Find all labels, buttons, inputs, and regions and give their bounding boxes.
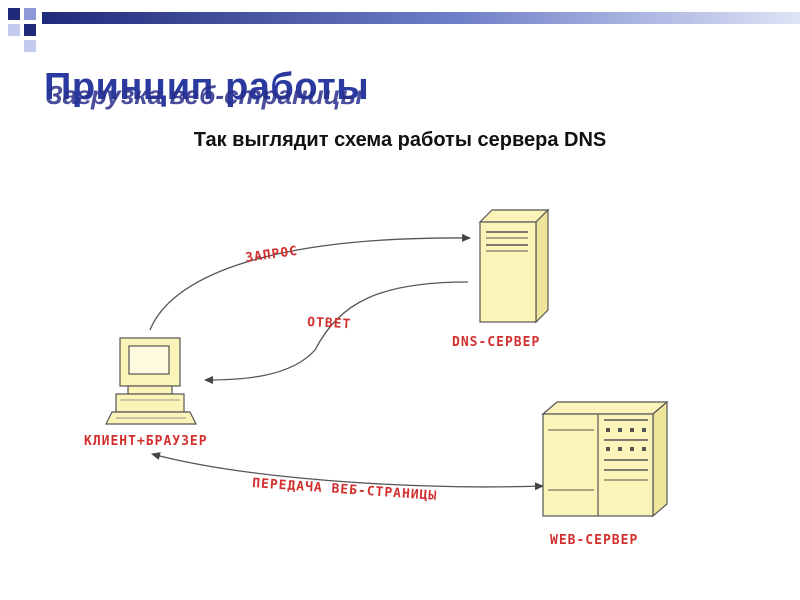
slide-title: Принцип работы — [44, 66, 370, 108]
response-arrow — [204, 281, 469, 384]
slide-title-overlay: Загрузка веб-страницы — [46, 80, 363, 110]
label-response: ОТВЕТ — [307, 315, 352, 332]
request-arrow — [149, 233, 471, 331]
label-dns-server: DNS-СЕРВЕР — [452, 335, 540, 350]
slide-title-block: Принцип работы Загрузка веб-страницы — [44, 66, 604, 126]
header-square-5 — [24, 40, 36, 52]
label-request: ЗАПРОС — [244, 244, 299, 266]
web-server-icon — [541, 400, 669, 518]
label-page-transfer: ПЕРЕДАЧА ВЕБ-СТРАНИЦЫ — [252, 476, 438, 504]
label-client: КЛИЕНТ+БРАУЗЕР — [84, 434, 208, 449]
page-transfer-arrow — [151, 452, 544, 491]
header-square-4 — [8, 24, 20, 36]
header-square-1 — [8, 8, 20, 20]
client-computer-icon — [105, 337, 197, 425]
header-square-2 — [24, 8, 36, 20]
dns-server-icon — [478, 208, 550, 324]
label-web-server: WEB-СЕРВЕР — [550, 533, 638, 548]
slide-subtitle: Так выглядит схема работы сервера DNS — [0, 129, 800, 152]
slide-header-decoration — [8, 8, 800, 52]
slide-subtitle-text: Так выглядит схема работы сервера DNS — [193, 129, 607, 151]
header-square-3 — [24, 24, 36, 36]
header-gradient-bar — [42, 12, 800, 24]
